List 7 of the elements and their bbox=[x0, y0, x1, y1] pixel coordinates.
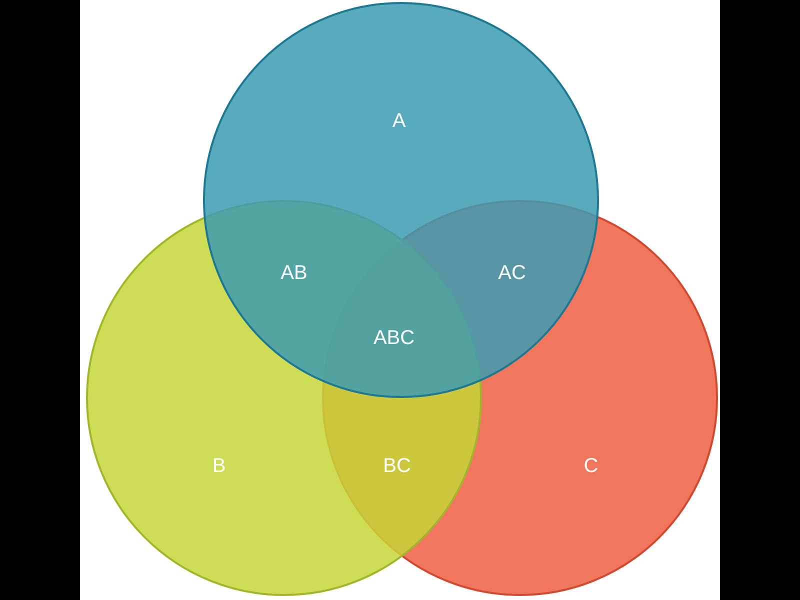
set-label: B bbox=[212, 455, 226, 477]
region-label: BC bbox=[383, 455, 411, 477]
set-label: A bbox=[392, 110, 406, 132]
set-label: C bbox=[584, 455, 598, 477]
region-label: AB bbox=[280, 262, 308, 284]
region-label: AC bbox=[498, 262, 526, 284]
region-label: ABC bbox=[373, 327, 415, 349]
